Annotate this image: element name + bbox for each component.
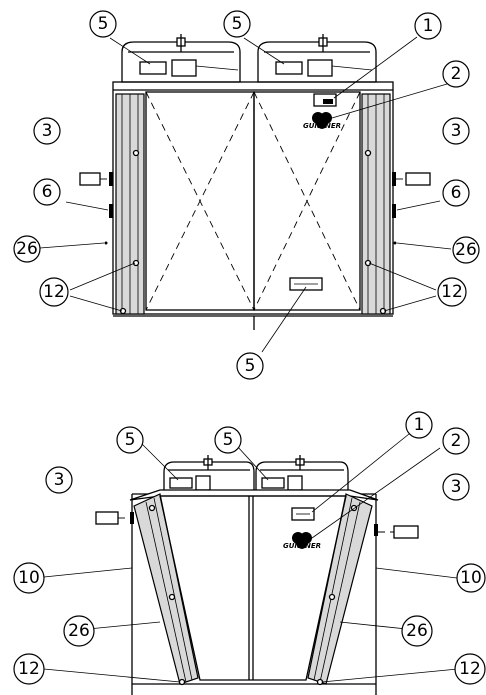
svg-text:2: 2 bbox=[451, 64, 462, 84]
side-callout-1: 1 bbox=[405, 411, 433, 439]
svg-text:5: 5 bbox=[125, 430, 136, 450]
svg-text:12: 12 bbox=[18, 659, 40, 679]
terminal-box-left bbox=[139, 61, 167, 75]
svg-text:26: 26 bbox=[16, 239, 38, 259]
front-casing bbox=[112, 81, 394, 315]
side-callout-26-left: 26 bbox=[63, 615, 95, 647]
side-callout-3-right: 3 bbox=[442, 473, 470, 501]
svg-text:5: 5 bbox=[223, 430, 234, 450]
svg-text:3: 3 bbox=[54, 470, 65, 490]
logo-text: GUNTNER bbox=[303, 122, 341, 130]
svg-text:1: 1 bbox=[414, 415, 425, 435]
svg-text:12: 12 bbox=[441, 282, 463, 302]
svg-text:26: 26 bbox=[406, 621, 428, 641]
callout-26-right: 26 bbox=[452, 236, 480, 264]
svg-text:3: 3 bbox=[451, 121, 462, 141]
terminal-box-right bbox=[275, 61, 303, 75]
side-callout-3-left: 3 bbox=[45, 466, 73, 494]
side-callout-12-right: 12 bbox=[454, 653, 486, 685]
callout-12-right: 12 bbox=[437, 277, 467, 307]
callout-26-left: 26 bbox=[13, 235, 41, 263]
side-callout-10-left: 10 bbox=[13, 562, 45, 594]
svg-text:3: 3 bbox=[42, 121, 53, 141]
svg-text:1: 1 bbox=[423, 16, 434, 36]
svg-text:5: 5 bbox=[245, 356, 256, 376]
svg-text:10: 10 bbox=[460, 568, 482, 588]
side-callout-2: 2 bbox=[442, 427, 470, 455]
side-callout-10-right: 10 bbox=[456, 563, 486, 593]
callout-3-left: 3 bbox=[33, 117, 61, 145]
front-leaders bbox=[39, 36, 452, 353]
side-leaders bbox=[43, 433, 459, 683]
side-callout-5-left: 5 bbox=[116, 426, 144, 454]
front-view: GUNTNER bbox=[13, 10, 480, 380]
svg-text:6: 6 bbox=[42, 182, 53, 202]
side-component-3-right bbox=[393, 525, 419, 539]
right-column bbox=[361, 93, 391, 315]
component-3-right bbox=[405, 172, 431, 186]
callout-3-right: 3 bbox=[442, 117, 470, 145]
side-component-3-left bbox=[95, 511, 119, 525]
svg-text:26: 26 bbox=[68, 621, 90, 641]
side-logo-text: GUNTNER bbox=[283, 542, 321, 550]
svg-text:10: 10 bbox=[18, 568, 40, 588]
callout-5-bottom: 5 bbox=[236, 352, 264, 380]
svg-text:5: 5 bbox=[98, 14, 109, 34]
side-callout-26-right: 26 bbox=[401, 615, 433, 647]
svg-text:26: 26 bbox=[455, 240, 477, 260]
motor-box-right bbox=[307, 59, 333, 77]
callout-2: 2 bbox=[442, 60, 470, 88]
left-column bbox=[115, 93, 145, 315]
component-3-left bbox=[79, 172, 101, 186]
side-fan-hood-left bbox=[163, 455, 255, 493]
svg-text:5: 5 bbox=[232, 14, 243, 34]
side-panel bbox=[159, 495, 347, 681]
side-guntner-logo: GUNTNER bbox=[283, 532, 321, 550]
svg-text:3: 3 bbox=[451, 477, 462, 497]
callout-5-top-left: 5 bbox=[89, 10, 117, 38]
side-callout-12-left: 12 bbox=[13, 653, 45, 685]
callout-5-top-right: 5 bbox=[223, 10, 251, 38]
coil-left bbox=[133, 493, 199, 685]
svg-text:2: 2 bbox=[451, 431, 462, 451]
callout-12-left: 12 bbox=[39, 277, 69, 307]
callout-1: 1 bbox=[414, 12, 442, 40]
callout-6-right: 6 bbox=[442, 179, 470, 207]
side-fan-hood-right bbox=[255, 455, 349, 493]
panel-right bbox=[253, 91, 361, 311]
svg-text:12: 12 bbox=[459, 659, 481, 679]
side-callout-5-right: 5 bbox=[214, 426, 242, 454]
svg-text:6: 6 bbox=[451, 183, 462, 203]
callout-6-left: 6 bbox=[33, 178, 61, 206]
motor-box-left bbox=[171, 59, 197, 77]
guntner-logo: GUNTNER bbox=[303, 112, 341, 130]
svg-text:12: 12 bbox=[43, 282, 65, 302]
side-view: GUNTNER 5 5 1 2 3 3 10 10 26 bbox=[13, 411, 486, 695]
